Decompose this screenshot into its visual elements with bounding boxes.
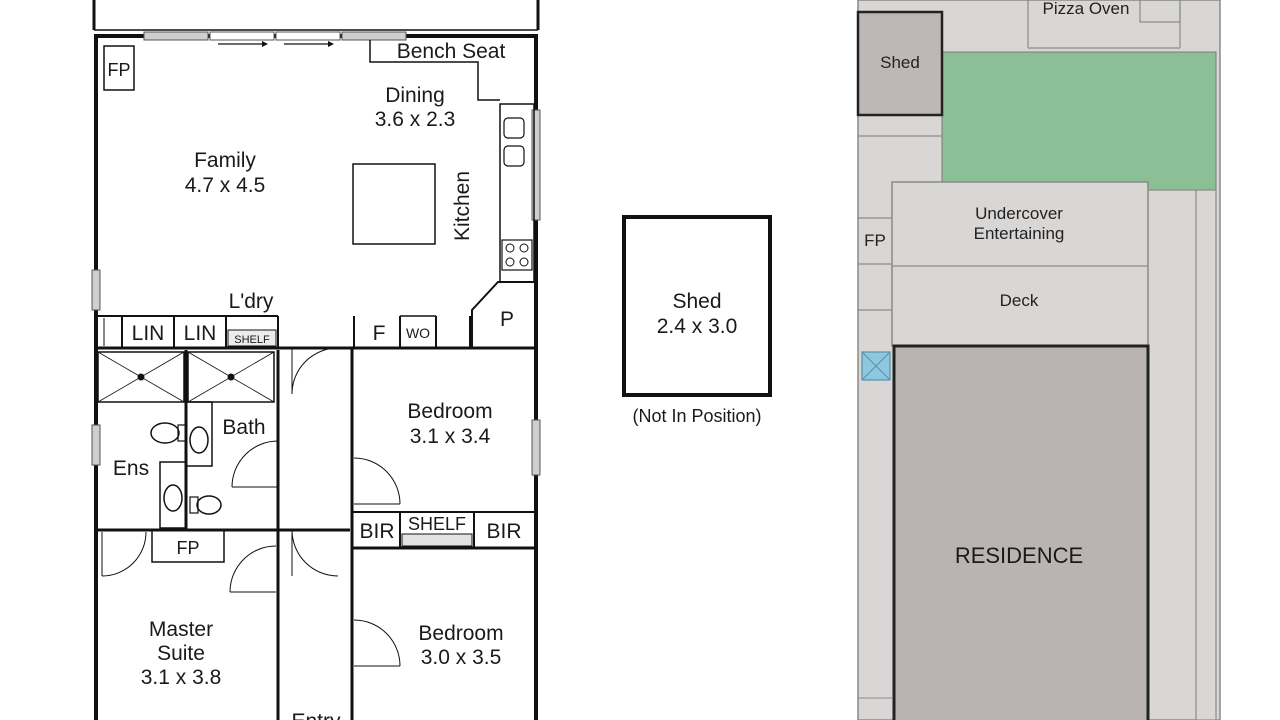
bench-seat-label: Bench Seat [397,40,506,63]
master-label-2: Suite [157,642,205,665]
family-dims: 4.7 x 4.5 [185,174,266,197]
bedroom1-label: Bedroom [407,400,492,423]
bedroom2-dims: 3.0 x 3.5 [421,646,502,669]
residence-label: RESIDENCE [955,543,1083,568]
undercover-label-2: Entertaining [974,224,1065,243]
bath-label: Bath [222,416,265,439]
dining-dims: 3.6 x 2.3 [375,108,456,131]
family-label: Family [194,149,256,172]
shed-dims: 2.4 x 3.0 [657,315,738,338]
bir-label-2: BIR [486,520,521,543]
site-shed-label: Shed [880,53,920,72]
bedroom2-label: Bedroom [418,622,503,645]
shed-label: Shed [672,290,721,313]
linen-label-2: LIN [184,322,217,345]
fridge-label: F [373,322,386,345]
fp-ensuite-label: FP [176,538,199,558]
undercover-area [891,181,1149,347]
kitchen-label: Kitchen [451,171,474,241]
entry-label: Entry [291,710,341,720]
fp-family-label: FP [107,60,130,80]
undercover-label-1: Undercover [975,204,1063,223]
shed-outline [622,215,772,397]
bedroom-shelf-label: SHELF [408,514,466,534]
bedroom1-dims: 3.1 x 3.4 [410,425,491,448]
dining-label: Dining [385,84,445,107]
laundry-label: L'dry [229,290,274,313]
pantry-label: P [500,308,514,331]
shed-note: (Not In Position) [632,406,761,426]
master-dims: 3.1 x 3.8 [141,666,222,689]
bir-label-1: BIR [359,520,394,543]
lawn-area [941,51,1217,191]
linen-label-1: LIN [132,322,165,345]
laundry-shelf-label: SHELF [234,334,270,346]
deck-label: Deck [1000,291,1039,310]
site-fp-label: FP [864,231,886,250]
site-plan [856,0,1221,720]
pizza-oven-label: Pizza Oven [1043,0,1130,18]
residence-block [892,344,1150,720]
ensuite-label: Ens [113,457,149,480]
floor-plan [91,0,541,720]
wall-oven-label: WO [406,325,430,341]
master-label-1: Master [149,618,213,641]
site-shed [856,10,944,117]
